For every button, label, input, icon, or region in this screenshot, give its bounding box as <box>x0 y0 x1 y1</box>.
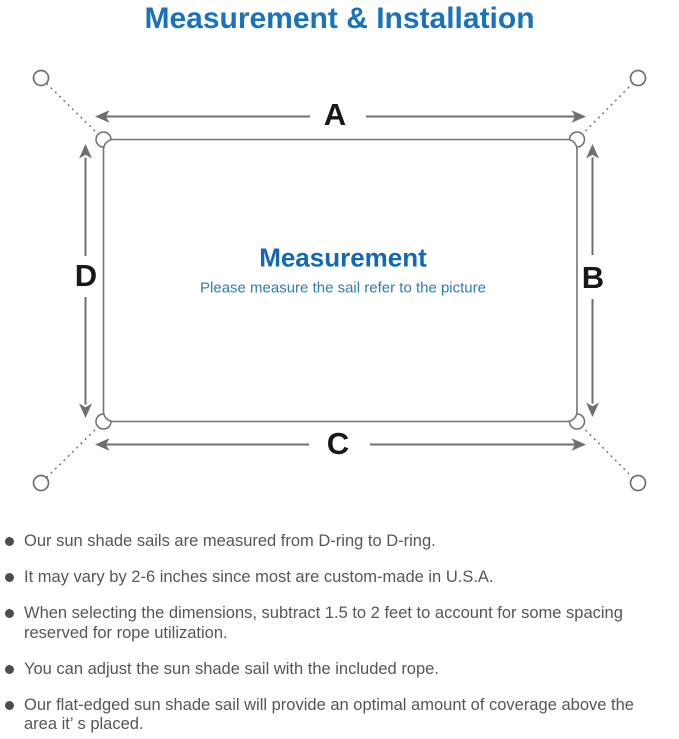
dimension-arrow-b-heads <box>586 144 599 417</box>
note-item: You can adjust the sun shade sail with t… <box>5 660 673 680</box>
anchor-point-icon-bottom-left <box>32 474 50 492</box>
dimension-arrow-d-heads <box>79 144 92 418</box>
rope-line-top-left <box>40 77 104 140</box>
bullet-dot-icon <box>5 537 14 546</box>
note-item: When selecting the dimensions, subtract … <box>5 604 673 643</box>
notes-list: Our sun shade sails are measured from D-… <box>5 532 673 739</box>
dimension-label-d: D <box>74 258 98 293</box>
bullet-dot-icon <box>5 609 14 618</box>
note-item: Our flat-edged sun shade sail will provi… <box>5 696 673 735</box>
sail-measurement-diagram <box>32 69 647 492</box>
anchor-point-icon-top-left <box>32 69 50 87</box>
note-text: You can adjust the sun shade sail with t… <box>24 659 439 678</box>
rope-line-bottom-left <box>40 421 104 484</box>
dimension-label-c: C <box>326 426 350 461</box>
note-text: Our flat-edged sun shade sail will provi… <box>24 695 634 734</box>
bullet-dot-icon <box>5 664 14 674</box>
diagram-center-title: Measurement <box>259 242 427 273</box>
anchor-point-icon-top-right <box>629 69 647 87</box>
dimension-arrow-a-heads <box>95 110 586 123</box>
anchor-point-icon-bottom-right <box>629 474 647 492</box>
dimension-label-a: A <box>323 97 347 132</box>
note-item: It may vary by 2-6 inches since most are… <box>5 568 673 588</box>
dimension-label-b: B <box>581 260 605 295</box>
rope-line-bottom-right <box>576 421 639 484</box>
rope-line-top-right <box>576 77 639 140</box>
note-item: Our sun shade sails are measured from D-… <box>5 532 673 552</box>
bullet-dot-icon <box>5 700 14 710</box>
note-text: Our sun shade sails are measured from D-… <box>24 532 436 550</box>
rope-dashed-lines <box>40 77 639 484</box>
bullet-dot-icon <box>5 573 14 582</box>
note-text: It may vary by 2-6 inches since most are… <box>24 568 494 586</box>
anchor-points <box>32 69 647 492</box>
sail-outline <box>102 138 578 423</box>
note-text: When selecting the dimensions, subtract … <box>24 604 623 642</box>
diagram-center-subtitle: Please measure the sail refer to the pic… <box>200 279 486 297</box>
page-title: Measurement & Installation <box>144 2 535 35</box>
dimension-arrow-c-heads <box>95 438 586 451</box>
